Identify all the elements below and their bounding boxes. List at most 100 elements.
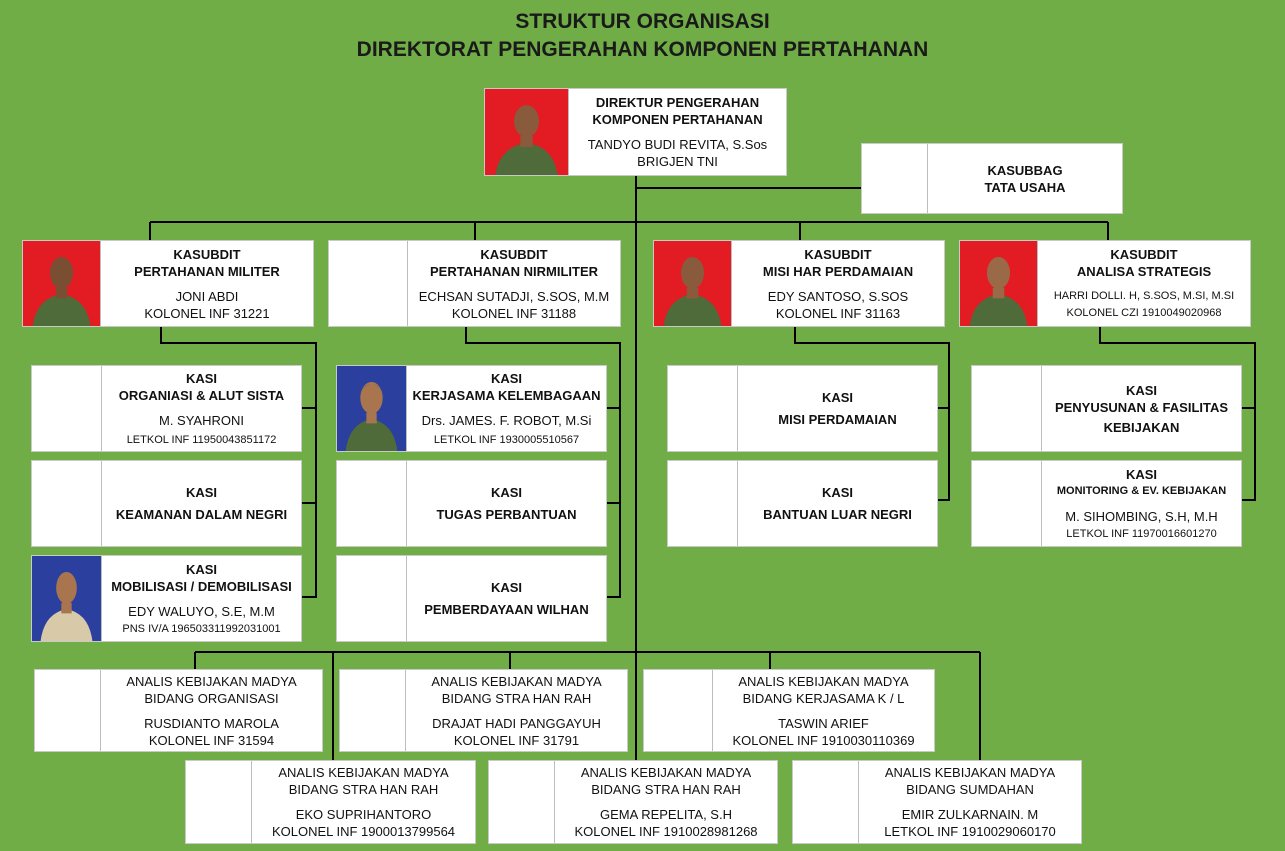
subdit-title-line1: KASUBDIT xyxy=(1110,247,1178,262)
analis-title-line2: BIDANG STRA HAN RAH xyxy=(591,782,741,797)
kasi-box-keamanan: KASI KEAMANAN DALAM NEGRI xyxy=(31,460,302,547)
analis-rank: KOLONEL INF 1910030110369 xyxy=(732,732,915,748)
subdit-rank: KOLONEL INF 31221 xyxy=(144,305,270,321)
kasi-title-line1: KASI xyxy=(185,370,218,386)
analis-title-line2: BIDANG STRA HAN RAH xyxy=(441,690,592,706)
analis-name: TASWIN ARIEF xyxy=(778,715,869,731)
kasi-rank: LETKOL INF 11970016601270 xyxy=(1066,527,1217,540)
subdit-title-line1: KASUBDIT xyxy=(173,246,241,262)
analis-box: ANALIS KEBIJAKAN MADYA BIDANG ORGANISASI… xyxy=(34,669,323,752)
analis-photo-placeholder xyxy=(793,761,859,843)
kasi-box-bantuan-luar-negri: KASI BANTUAN LUAR NEGRI xyxy=(667,460,938,547)
subdit-rank: KOLONEL INF 31188 xyxy=(451,305,577,321)
analis-box: ANALIS KEBIJAKAN MADYA BIDANG SUMDAHAN E… xyxy=(792,760,1082,844)
kasubbag-title-line1: KASUBBAG xyxy=(987,162,1063,178)
kasi-title-line2: KERJASAMA KELEMBAGAAN xyxy=(412,387,601,403)
kasi-title-line3: KEBIJAKAN xyxy=(1103,419,1180,435)
analis-title-line2: BIDANG KERJASAMA K / L xyxy=(742,690,905,706)
kasi-box-pemberdayaan: KASI PEMBERDAYAAN WILHAN xyxy=(336,555,607,642)
analis-title-line2: BIDANG STRA HAN RAH xyxy=(288,782,439,797)
analis-photo-placeholder xyxy=(186,761,252,843)
kasi-box-kerjasama: KASI KERJASAMA KELEMBAGAAN Drs. JAMES. F… xyxy=(336,365,607,452)
analis-name: RUSDIANTO MAROLA xyxy=(144,715,279,731)
kasi-title-line1: KASI xyxy=(490,370,523,386)
kasubbag-photo-placeholder xyxy=(862,144,928,213)
kasi-photo-placeholder xyxy=(337,556,407,641)
kasi-photo-placeholder xyxy=(32,461,102,546)
kasi-title-line1: KASI xyxy=(490,580,523,595)
kasi-photo xyxy=(337,366,407,451)
subdit-title-line2: ANALISA STRATEGIS xyxy=(1076,264,1212,279)
subdit-title-line1: KASUBDIT xyxy=(804,246,872,262)
kasi-box-tugas-perbantuan: KASI TUGAS PERBANTUAN xyxy=(336,460,607,547)
kasi-name: Drs. JAMES. F. ROBOT, M.Si xyxy=(421,412,592,428)
subdit-box-analisa-strategis: KASUBDIT ANALISA STRATEGIS HARRI DOLLI. … xyxy=(959,240,1251,327)
analis-rank: KOLONEL INF 1900013799564 xyxy=(271,824,456,839)
analis-name: DRAJAT HADI PANGGAYUH xyxy=(432,715,601,731)
analis-photo-placeholder xyxy=(489,761,555,843)
direktur-rank: BRIGJEN TNI xyxy=(637,154,718,169)
kasi-photo xyxy=(32,556,102,641)
kasi-title-line1: KASI xyxy=(821,390,854,405)
analis-title-line1: ANALIS KEBIJAKAN MADYA xyxy=(431,673,602,689)
kasi-title-line2: ORGANIASI & ALUT SISTA xyxy=(118,387,285,403)
subdit-title-line1: KASUBDIT xyxy=(480,246,548,262)
subdit-title-line2: MISI HAR PERDAMAIAN xyxy=(762,263,914,279)
analis-box: ANALIS KEBIJAKAN MADYA BIDANG STRA HAN R… xyxy=(339,669,628,752)
direktur-title-line2: KOMPONEN PERTAHANAN xyxy=(592,112,763,127)
kasi-name: EDY WALUYO, S.E, M.M xyxy=(128,603,275,619)
kasi-title-line1: KASI xyxy=(185,561,218,577)
kasi-title-line1: KASI xyxy=(1125,382,1158,398)
kasi-box-penyusunan: KASI PENYUSUNAN & FASILITAS KEBIJAKAN xyxy=(971,365,1242,452)
analis-box: ANALIS KEBIJAKAN MADYA BIDANG KERJASAMA … xyxy=(643,669,935,752)
subdit-box-misi-har-perdamaian: KASUBDIT MISI HAR PERDAMAIAN EDY SANTOSO… xyxy=(653,240,945,327)
kasi-photo-placeholder xyxy=(972,366,1042,451)
analis-title-line2: BIDANG SUMDAHAN xyxy=(906,782,1034,797)
kasi-rank: PNS IV/A 196503311992031001 xyxy=(122,622,281,635)
subdit-name: ECHSAN SUTADJI, S.SOS, M.M xyxy=(418,288,610,304)
chart-title-line1: STRUKTUR ORGANISASI xyxy=(515,10,770,33)
kasi-photo-placeholder xyxy=(668,461,738,546)
analis-title-line2: BIDANG ORGANISASI xyxy=(144,690,279,706)
kasi-title-line2: KEAMANAN DALAM NEGRI xyxy=(115,507,288,522)
analis-title-line1: ANALIS KEBIJAKAN MADYA xyxy=(580,765,752,780)
chart-title-line2: DIREKTORAT PENGERAHAN KOMPONEN PERTAHANA… xyxy=(356,38,929,61)
subdit-box-pertahanan-nirmiliter: KASUBDIT PERTAHANAN NIRMILITER ECHSAN SU… xyxy=(328,240,621,327)
analis-rank: KOLONEL INF 1910028981268 xyxy=(574,824,758,839)
kasubbag-title-line2: TATA USAHA xyxy=(984,179,1066,195)
subdit-box-pertahanan-militer: KASUBDIT PERTAHANAN MILITER JONI ABDI KO… xyxy=(22,240,314,327)
kasi-photo-placeholder xyxy=(668,366,738,451)
kasi-photo-placeholder xyxy=(337,461,407,546)
direktur-photo xyxy=(485,89,569,175)
kasi-title-line2: MOBILISASI / DEMOBILISASI xyxy=(111,578,292,594)
kasi-title-line1: KASI xyxy=(1125,466,1158,482)
subdit-photo xyxy=(23,241,101,326)
subdit-title-line2: PERTAHANAN NIRMILITER xyxy=(429,263,599,279)
kasi-title-line2: PEMBERDAYAAN WILHAN xyxy=(424,602,589,617)
analis-photo-placeholder xyxy=(35,670,101,751)
subdit-rank: KOLONEL CZI 1910049020968 xyxy=(1066,307,1222,319)
direktur-name: TANDYO BUDI REVITA, S.Sos xyxy=(587,137,768,152)
kasi-box-organisasi: KASI ORGANIASI & ALUT SISTA M. SYAHRONI … xyxy=(31,365,302,452)
kasubbag-box: KASUBBAG TATA USAHA xyxy=(861,143,1123,214)
kasi-title-line2: BANTUAN LUAR NEGRI xyxy=(763,507,912,522)
kasi-title-line2: PENYUSUNAN & FASILITAS xyxy=(1054,399,1229,415)
kasi-title-line1: KASI xyxy=(185,485,218,500)
subdit-photo-placeholder xyxy=(329,241,408,326)
subdit-photo xyxy=(960,241,1038,326)
analis-rank: LETKOL INF 1910029060170 xyxy=(884,824,1056,839)
analis-rank: KOLONEL INF 31594 xyxy=(148,732,275,748)
analis-name: EMIR ZULKARNAIN. M xyxy=(901,807,1039,822)
kasi-name: M. SIHOMBING, S.H, M.H xyxy=(1065,508,1218,524)
kasi-box-misi-perdamaian: KASI MISI PERDAMAIAN xyxy=(667,365,938,452)
kasi-title-line1: KASI xyxy=(490,485,523,500)
analis-box: ANALIS KEBIJAKAN MADYA BIDANG STRA HAN R… xyxy=(488,760,778,844)
kasi-name: M. SYAHRONI xyxy=(159,412,244,428)
direktur-box: DIREKTUR PENGERAHAN KOMPONEN PERTAHANAN … xyxy=(484,88,787,176)
kasi-title-line2: MISI PERDAMAIAN xyxy=(778,412,897,427)
analis-name: GEMA REPELITA, S.H xyxy=(600,807,732,822)
kasi-title-line2: TUGAS PERBANTUAN xyxy=(436,507,577,522)
analis-photo-placeholder xyxy=(644,670,713,751)
analis-title-line1: ANALIS KEBIJAKAN MADYA xyxy=(884,765,1056,780)
